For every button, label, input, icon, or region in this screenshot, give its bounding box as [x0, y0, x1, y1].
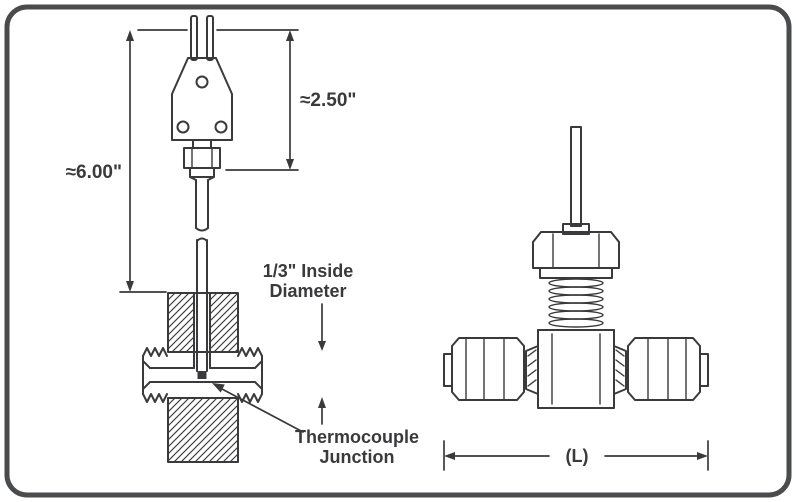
- section-hatch: [167, 292, 195, 353]
- tee-right-ferrule: [613, 345, 627, 395]
- thermocouple-junction: [197, 371, 207, 379]
- junction-label-line1: Thermocouple: [295, 427, 419, 447]
- junction-label-line2: Junction: [320, 447, 395, 467]
- tee-length-label: (L): [566, 446, 589, 466]
- connector-screw-top: [195, 75, 209, 89]
- connector-screw-right: [214, 120, 228, 134]
- inside-diameter-label-line1: 1/3" Inside: [263, 261, 354, 281]
- connector-fitting: [183, 139, 221, 181]
- tee-left-nut: [443, 337, 525, 401]
- dimension-overall-length: ≈6.00": [66, 29, 299, 293]
- section-hatch: [209, 292, 239, 353]
- tee-threaded-coil: [548, 278, 604, 328]
- mounting-block: [167, 292, 239, 463]
- tee-right-nut: [627, 337, 709, 401]
- tee-fitting-view: [443, 126, 709, 409]
- connector-body: [171, 57, 233, 141]
- dimension-tee-length: (L): [443, 440, 709, 471]
- probe-tube-lower: [196, 237, 208, 372]
- connector-screw-left: [176, 120, 190, 134]
- connector-pins: [190, 15, 214, 61]
- tee-top-collar: [562, 223, 590, 235]
- threaded-fitting: [142, 347, 263, 403]
- dimension-connector-length: ≈2.50": [225, 30, 356, 171]
- tee-top-nut: [532, 231, 620, 279]
- section-hatch: [167, 397, 239, 463]
- probe-assembly-view: [142, 15, 263, 463]
- connector-length-label: ≈2.50": [300, 90, 356, 111]
- inside-diameter-label-line2: Diameter: [269, 281, 346, 301]
- junction-callout: Thermocouple Junction: [212, 383, 419, 467]
- inside-diameter-callout: 1/3" Inside Diameter: [263, 261, 354, 425]
- tee-left-ferrule: [525, 345, 539, 395]
- tee-body: [537, 329, 615, 409]
- overall-length-label: ≈6.00": [66, 162, 122, 183]
- figure-border: [4, 4, 792, 498]
- tee-probe-wire: [570, 126, 582, 227]
- probe-tube-upper: [195, 179, 209, 232]
